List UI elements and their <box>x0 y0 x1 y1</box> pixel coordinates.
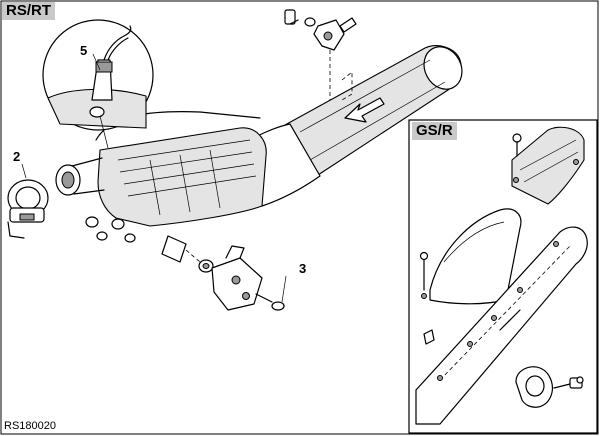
inset-upper-shield <box>511 126 585 205</box>
variant-label-gs-r: GS/R <box>412 122 457 140</box>
catalytic-converter <box>97 127 267 227</box>
muffler-assembly <box>55 45 463 227</box>
inset-gsr <box>408 119 598 434</box>
leader-2 <box>21 163 27 179</box>
inset-bolt-top <box>512 133 522 143</box>
inset-middle-shield <box>429 208 522 305</box>
sensor-detail-view <box>42 19 154 149</box>
callout-3: 3 <box>299 261 307 276</box>
silencer-hanger-parts <box>284 9 357 101</box>
callout-5: 5 <box>80 43 88 58</box>
bracket-washer <box>271 301 285 311</box>
hanger-rubber <box>339 17 357 33</box>
hanger-washer <box>304 17 316 27</box>
rubber-mount <box>161 235 187 263</box>
callout-2: 2 <box>13 149 21 164</box>
diagram-reference-code: RS180020 <box>4 420 56 432</box>
inlet-fasteners <box>85 216 136 243</box>
inset-silencer <box>415 226 588 425</box>
direction-arrow <box>344 97 385 123</box>
variant-label-rs-rt: RS/RT <box>2 2 55 20</box>
lower-bracket-assembly <box>211 245 287 311</box>
exhaust-clamp <box>7 179 49 239</box>
lower-mount-parts <box>161 235 214 273</box>
silencer-end-cap <box>423 46 463 90</box>
leader-5 <box>92 53 101 71</box>
